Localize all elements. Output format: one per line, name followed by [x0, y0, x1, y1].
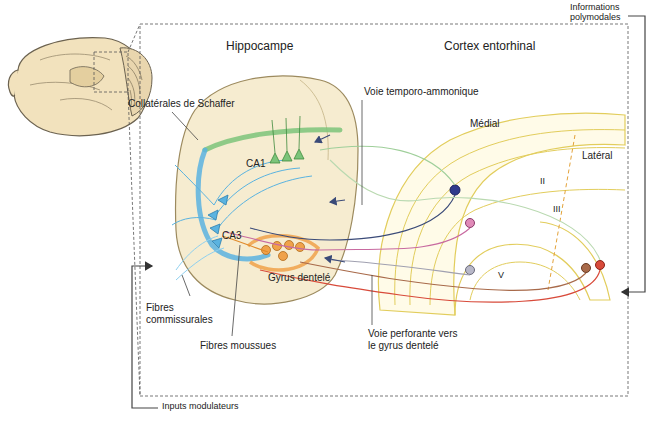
region-heading: Hippocampe — [226, 40, 306, 54]
input-label: Informations polymodales — [570, 2, 632, 23]
pathway-label: Voie temporo-ammonique — [364, 86, 494, 98]
area-label: Médial — [470, 118, 520, 130]
leader-lines — [172, 100, 372, 336]
pathway-label: Fibres moussues — [200, 340, 310, 352]
input-brackets — [132, 16, 645, 408]
layer-label: III — [553, 204, 577, 214]
input-label: Inputs modulateurs — [162, 401, 292, 411]
zoom-lines — [128, 24, 628, 396]
area-label: CA1 — [246, 158, 276, 170]
region-heading: Cortex entorhinal — [444, 40, 564, 54]
pathway-label: Voie perforante vers le gyrus dentelé — [368, 328, 468, 351]
area-label: CA3 — [222, 230, 252, 242]
area-label: Latéral — [582, 150, 632, 162]
pathway-label: Collatérales de Schaffer — [128, 98, 258, 110]
pathways — [225, 135, 600, 302]
layer-label: II — [540, 176, 560, 186]
area-label: Gyrus dentelé — [268, 272, 358, 284]
entorhinal-drawing — [378, 113, 625, 315]
brain-sketch — [8, 38, 152, 136]
layer-label: V — [498, 270, 518, 280]
pathway-label: Fibres commissurales — [146, 302, 216, 325]
hippocampus-drawing — [172, 76, 358, 304]
